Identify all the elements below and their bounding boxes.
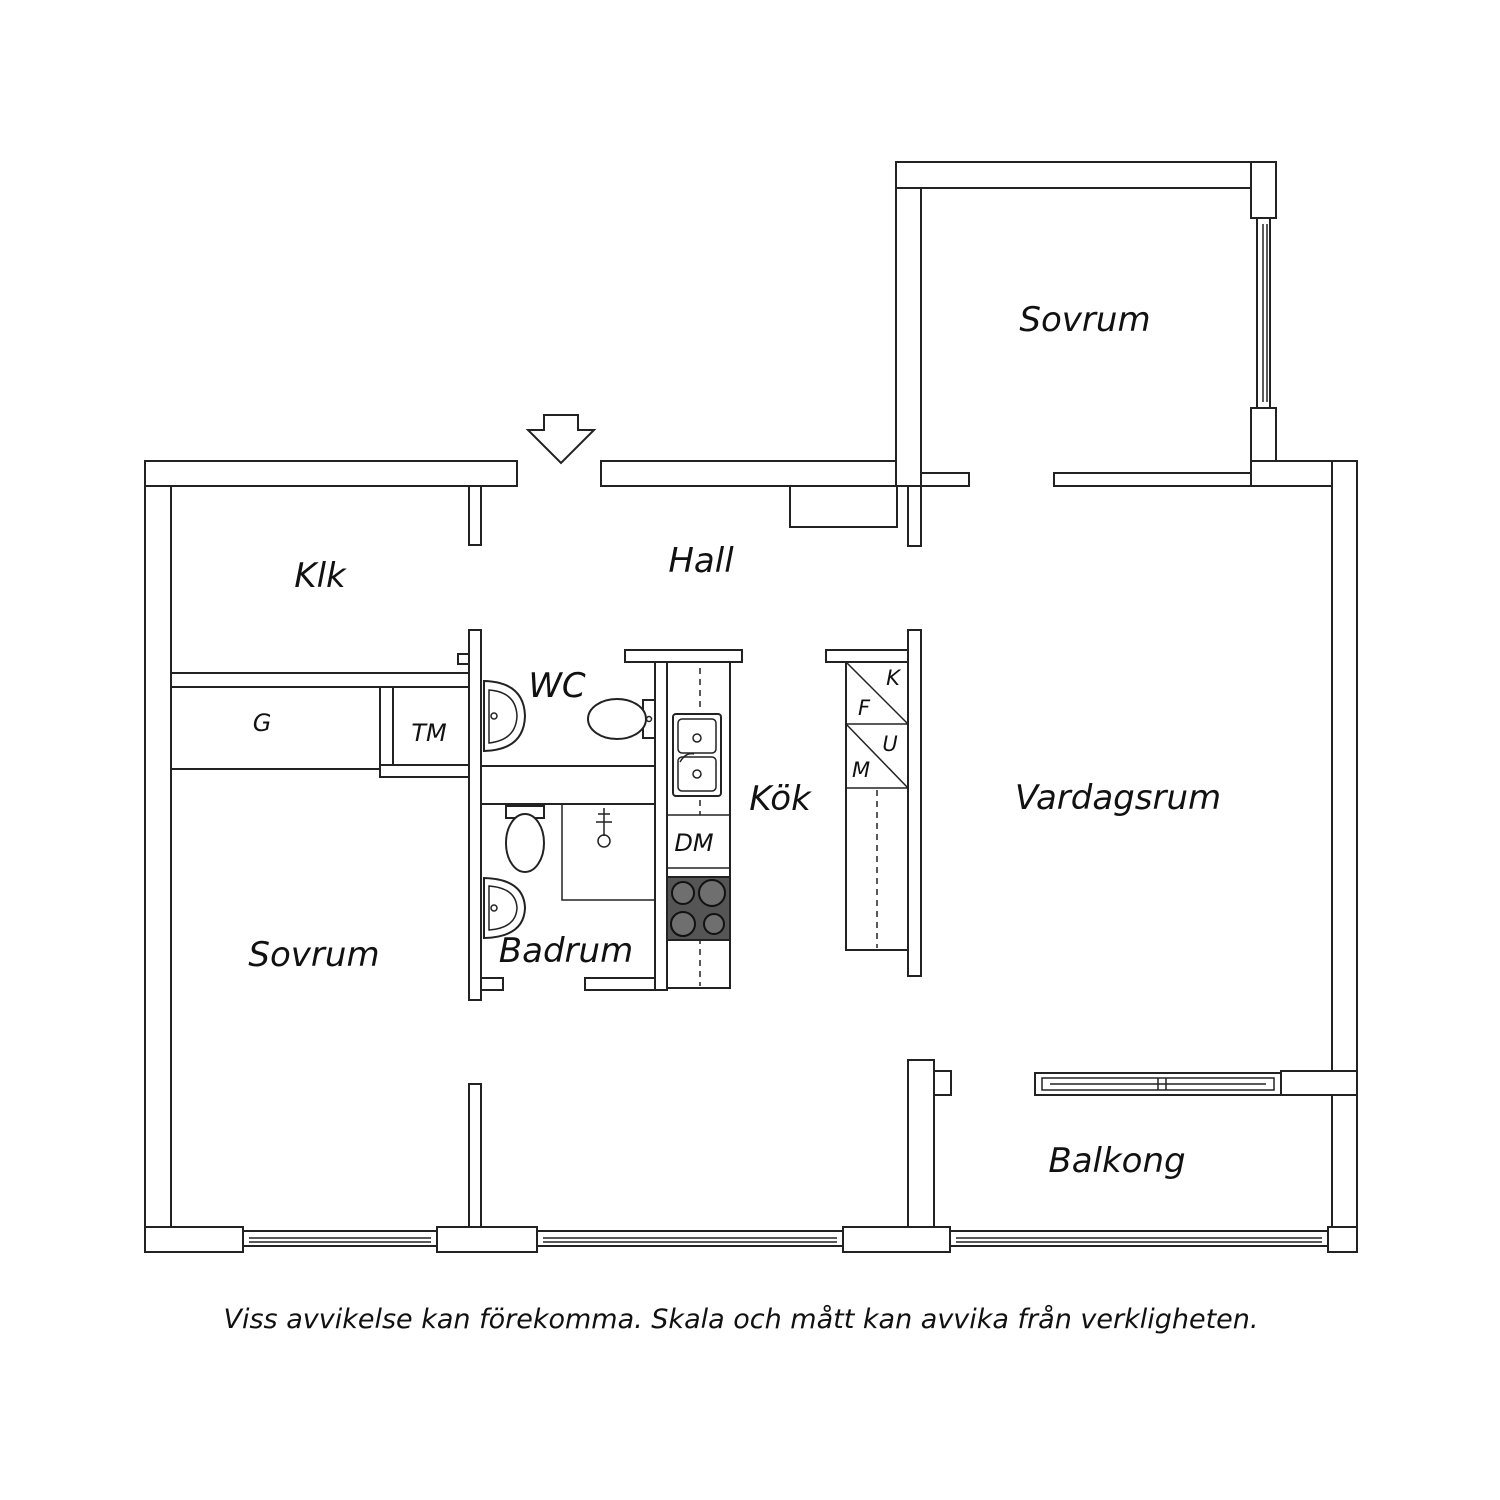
wall-wc-left [468,629,482,1001]
badrum-toilet-icon [505,805,545,873]
wall-bedroom-top [895,161,1277,189]
appliance-label-f: F [858,696,871,720]
window-bottom-middle [536,1230,844,1247]
appliance-column [845,661,909,951]
wall-bottom-4 [1327,1226,1358,1253]
wall-right-lower [1331,1094,1358,1253]
wall-bottom-3 [842,1226,951,1253]
room-label-sovrum-top: Sovrum [1019,300,1150,340]
interior-walls [170,472,1358,1228]
wall-bedroom-left [895,161,922,487]
wall-bedroom-bottom-right [1053,472,1252,487]
wall-wc-bottom [480,765,656,805]
wall-wc-top-right [624,649,743,663]
wall-kitchen-top [825,649,909,663]
wall-tm-left [379,686,394,778]
stove-icon [666,876,731,941]
wall-wc-left-notch [457,653,470,665]
wall-bottom-1 [144,1226,244,1253]
wc-toilet-icon [587,698,656,740]
room-label-balkong: Balkong [1048,1141,1185,1181]
room-label-vardagsrum: Vardagsrum [1015,778,1221,818]
room-label-kok: Kök [749,779,812,819]
wall-bedroom-bottom-left [920,472,970,487]
wall-klk-bottom [170,672,470,688]
appliance-label-u: U [882,732,897,756]
room-label-tm: TM [411,719,447,747]
wall-bottom-2 [436,1226,538,1253]
wall-wc-right [654,661,668,991]
wall-bedroom-right-upper [1250,161,1277,219]
room-label-hall: Hall [668,541,734,581]
wall-left [144,460,172,1253]
appliance-label-k: K [886,666,902,690]
window-bottom-right [949,1230,1329,1247]
wall-kitchen-right [907,629,922,977]
sink-icon [672,713,722,797]
wall-right-upper [1331,460,1358,1072]
wall-g-bottom [170,686,381,770]
wall-hall-closet [789,485,898,528]
window-bedroom-top [1256,217,1271,409]
room-label-wc: WC [528,666,586,706]
wall-top-left [144,460,518,487]
wall-bedroom-right [468,1083,482,1228]
wall-klk-stub [468,485,482,546]
windows [242,217,1329,1247]
wall-top-middle [600,460,922,487]
wall-balcony-notch [933,1070,952,1096]
disclaimer-text: Viss avvikelse kan förekomma. Skala och … [224,1304,1259,1335]
wall-badrum-bottom [584,977,656,991]
wc-basin-icon [483,679,527,753]
room-label-sovrum-left: Sovrum [248,935,379,975]
appliance-label-m: M [852,758,870,782]
badrum-basin-icon [483,876,527,940]
wall-balcony-left [907,1059,935,1228]
room-label-g: G [253,709,272,737]
room-label-dm: DM [674,829,713,857]
wall-bedroom-stub [907,485,922,547]
window-bottom-left [242,1230,438,1247]
shower-icon [561,803,656,901]
room-label-badrum: Badrum [499,931,633,971]
window-balcony-door [1034,1072,1282,1096]
wall-balcony-top [1280,1070,1358,1096]
entrance-arrow-icon [525,414,597,465]
wall-badrum-notch [480,977,504,991]
room-label-klk: Klk [294,556,347,596]
wall-tm-bottom [379,764,470,778]
